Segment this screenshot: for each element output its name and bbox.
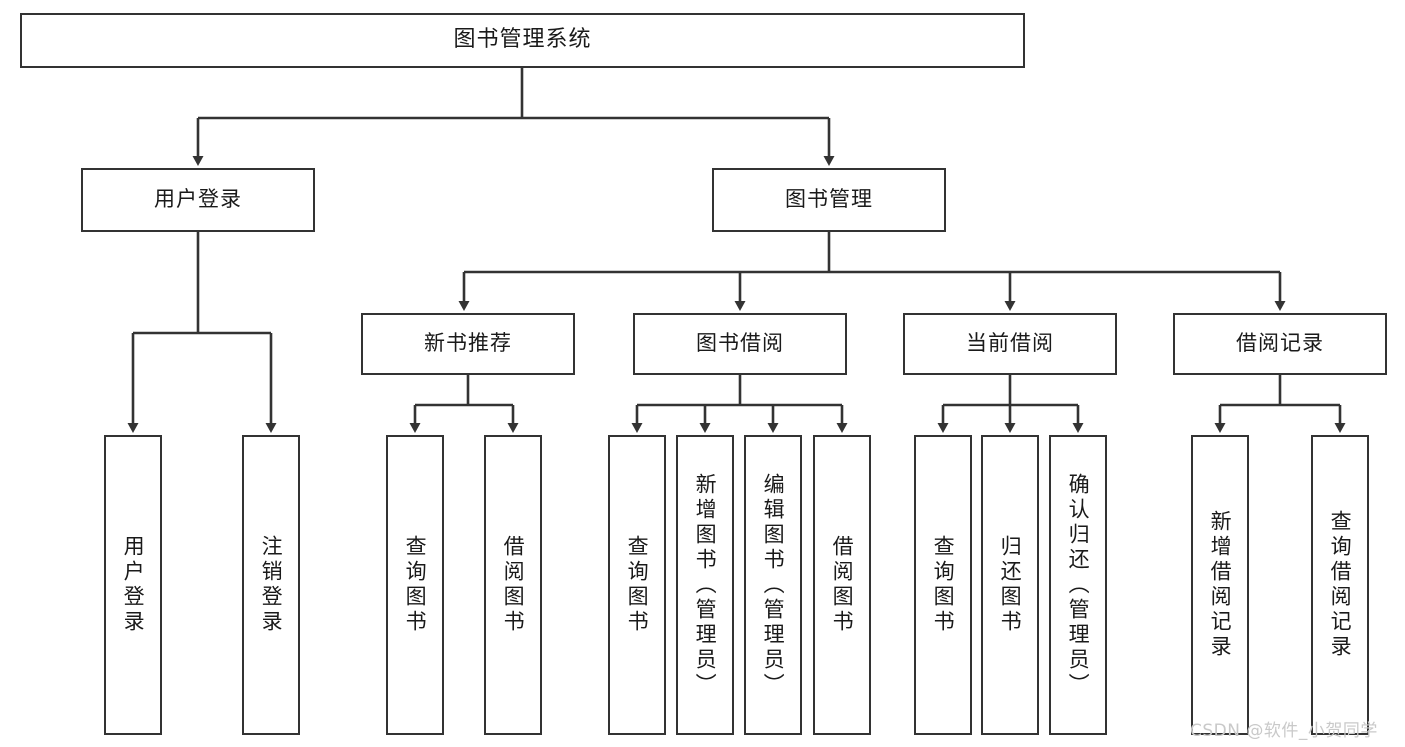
leaf-new-book-query[interactable]: 查询图书 xyxy=(386,435,444,735)
leaf-current-borrow-query[interactable]: 查询图书 xyxy=(914,435,972,735)
leaf-book-borrow-lend[interactable]: 借阅图书 xyxy=(813,435,871,735)
leaf-book-borrow-add[interactable]: 新增图书（管理员） xyxy=(676,435,734,735)
node-borrow-record[interactable]: 借阅记录 xyxy=(1173,313,1387,375)
node-user-login[interactable]: 用户登录 xyxy=(81,168,315,232)
csdn-watermark: CSDN @软件_小贺同学 xyxy=(1190,721,1378,741)
node-root-system[interactable]: 图书管理系统 xyxy=(20,13,1025,68)
leaf-user-login-signin[interactable]: 用户登录 xyxy=(104,435,162,735)
leaf-new-book-borrow[interactable]: 借阅图书 xyxy=(484,435,542,735)
leaf-book-borrow-query[interactable]: 查询图书 xyxy=(608,435,666,735)
node-current-borrow[interactable]: 当前借阅 xyxy=(903,313,1117,375)
leaf-current-borrow-confirm-return[interactable]: 确认归还（管理员） xyxy=(1049,435,1107,735)
leaf-borrow-record-query[interactable]: 查询借阅记录 xyxy=(1311,435,1369,735)
leaf-book-borrow-edit[interactable]: 编辑图书（管理员） xyxy=(744,435,802,735)
node-book-management[interactable]: 图书管理 xyxy=(712,168,946,232)
node-new-book-recommend[interactable]: 新书推荐 xyxy=(361,313,575,375)
leaf-current-borrow-return[interactable]: 归还图书 xyxy=(981,435,1039,735)
node-book-borrow[interactable]: 图书借阅 xyxy=(633,313,847,375)
leaf-borrow-record-add[interactable]: 新增借阅记录 xyxy=(1191,435,1249,735)
leaf-user-login-signout[interactable]: 注销登录 xyxy=(242,435,300,735)
